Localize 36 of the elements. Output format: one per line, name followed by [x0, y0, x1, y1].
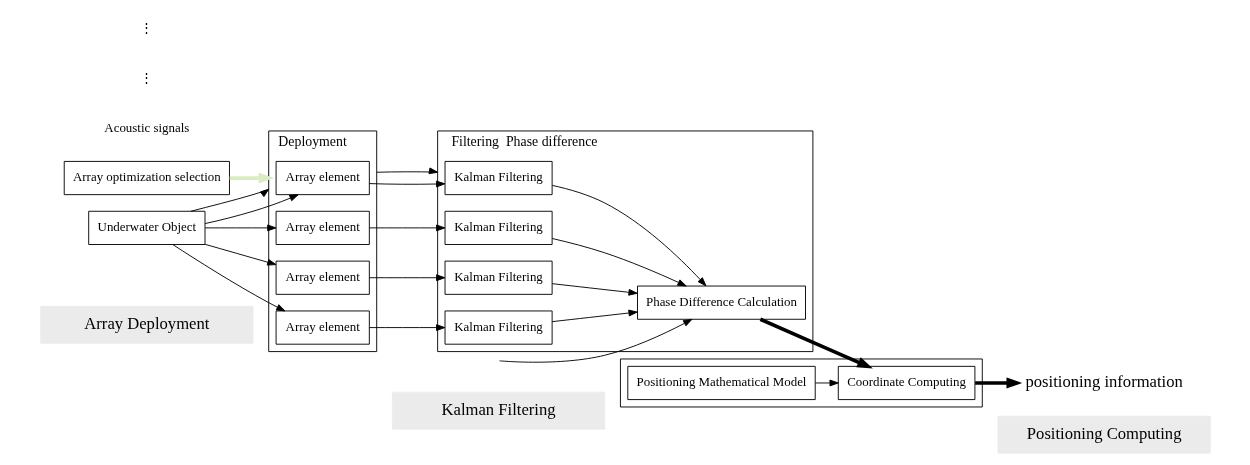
arrow	[368, 224, 445, 232]
node-box: Coordinate Computing	[837, 365, 975, 401]
arrow	[974, 377, 1022, 389]
arrow	[368, 324, 445, 331]
node-box: Array element	[275, 260, 370, 295]
label: Acoustic signals	[103, 119, 189, 135]
arrow	[551, 309, 638, 323]
arrow	[551, 184, 706, 287]
node-box: Array element	[275, 160, 370, 196]
node-box: Array optimization selection	[63, 160, 230, 196]
node-box: Phase Difference Calculation	[636, 285, 806, 320]
arrow	[229, 172, 274, 184]
arrow	[551, 283, 638, 296]
node-text: positioning information	[1024, 372, 1183, 392]
label: ⋮	[139, 19, 153, 35]
arrow	[204, 224, 276, 232]
arrow	[498, 318, 692, 363]
arrow	[551, 238, 687, 287]
arrow	[814, 379, 839, 387]
label: ⋮	[139, 69, 153, 85]
node-box: Kalman Filtering	[444, 210, 553, 245]
arrow	[375, 167, 438, 175]
arrow	[368, 274, 445, 282]
node-box: Array element	[275, 210, 370, 245]
arrow	[368, 180, 445, 188]
node-box: Underwater Object	[87, 210, 205, 245]
arrow	[759, 317, 873, 369]
node-box: Kalman Filtering	[444, 310, 553, 345]
node-box: Positioning Mathematical Model	[626, 365, 816, 401]
arrow	[204, 194, 299, 224]
arrow	[204, 243, 276, 266]
node-box: Array element	[275, 310, 370, 345]
node-box: Kalman Filtering	[444, 160, 553, 196]
arrow	[189, 188, 269, 212]
node-box: Kalman Filtering	[444, 260, 553, 295]
arrow	[171, 244, 285, 312]
